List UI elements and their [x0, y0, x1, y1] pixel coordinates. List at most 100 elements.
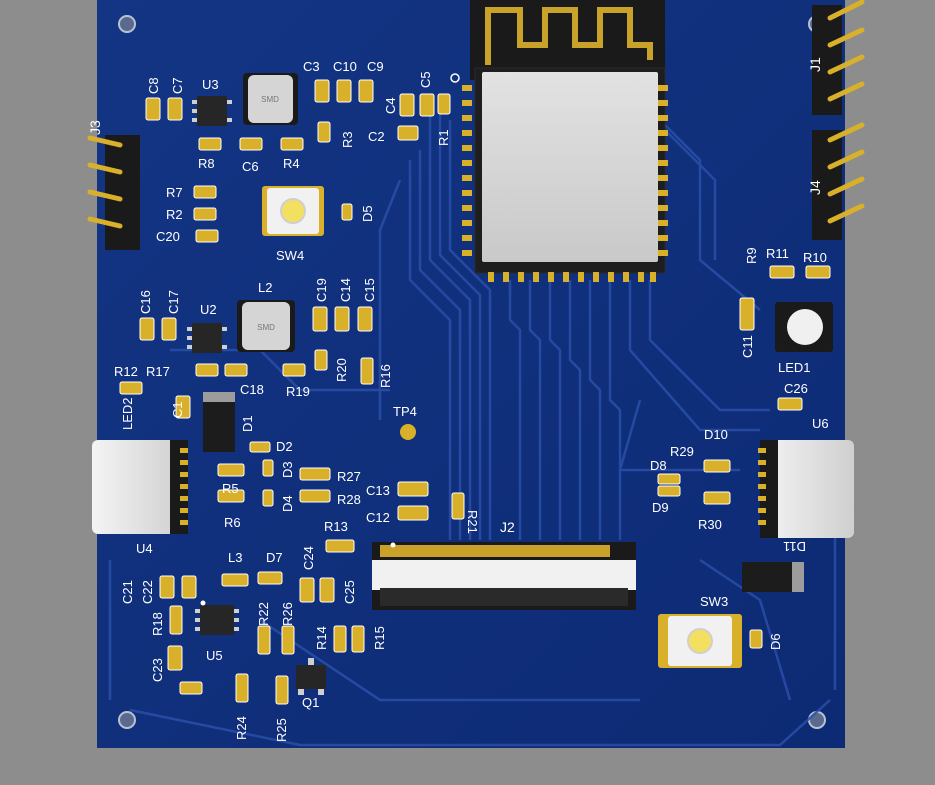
label-r3: R3	[340, 131, 355, 148]
header-j4	[812, 122, 865, 240]
label-r28: R28	[337, 492, 361, 507]
ic-u2	[187, 323, 227, 353]
label-c6: C6	[242, 159, 259, 174]
label-c24: C24	[301, 546, 316, 570]
label-r6: R6	[224, 515, 241, 530]
label-r17: R17	[146, 364, 170, 379]
label-d5: D5	[360, 205, 375, 222]
label-c7: C7	[170, 77, 185, 94]
label-r13: R13	[324, 519, 348, 534]
label-u6: U6	[812, 416, 829, 431]
label-j2: J2	[500, 519, 515, 535]
header-j3	[87, 135, 140, 250]
label-r2: R2	[166, 207, 183, 222]
label-r4: R4	[283, 156, 300, 171]
diode-d11	[742, 562, 804, 592]
label-c8: C8	[146, 77, 161, 94]
label-r21: R21	[465, 510, 480, 534]
switch-sw4	[262, 186, 324, 236]
label-c16: C16	[138, 290, 153, 314]
label-r24: R24	[234, 716, 249, 740]
label-c11: C11	[740, 335, 755, 358]
label-u4: U4	[136, 541, 153, 556]
label-led1: LED1	[778, 360, 811, 375]
label-r19: R19	[286, 384, 310, 399]
label-u2: U2	[200, 302, 217, 317]
label-d3: D3	[280, 461, 295, 478]
passives	[119, 79, 831, 705]
label-c5: C5	[418, 71, 433, 88]
label-d2: D2	[276, 439, 293, 454]
fpc-connector-j2	[372, 542, 636, 610]
inductor-top: SMD	[243, 73, 298, 125]
inductor-l2: SMD	[237, 300, 295, 352]
label-r30: R30	[698, 517, 722, 532]
diode-d1	[203, 392, 235, 452]
label-d8: D8	[650, 458, 667, 473]
ic-u5	[195, 600, 239, 635]
switch-sw3	[658, 614, 742, 668]
svg-text:SMD: SMD	[257, 323, 275, 332]
label-c21: C21	[120, 580, 135, 604]
wifi-module	[450, 0, 668, 282]
label-c9: C9	[367, 59, 384, 74]
label-r18: R18	[150, 612, 165, 636]
label-d11: D11	[783, 539, 806, 554]
label-c10: C10	[333, 59, 357, 74]
label-c1: C1	[170, 401, 185, 418]
label-d4: D4	[280, 495, 295, 512]
label-r1: R1	[436, 129, 451, 146]
silkscreen-labels: J1 J4 J3 J2 U3 U2 U4 U5 U6 L2 L3 SW4 SW3…	[87, 57, 829, 742]
label-c20: C20	[156, 229, 180, 244]
label-c18: C18	[240, 382, 264, 397]
usb-c-right	[758, 440, 854, 538]
label-c19: C19	[314, 278, 329, 302]
label-led2: LED2	[120, 397, 135, 430]
testpoint-tp4	[400, 424, 416, 440]
label-r16: R16	[378, 364, 393, 388]
label-d1: D1	[240, 415, 255, 432]
label-c23: C23	[150, 658, 165, 682]
label-c26: C26	[784, 381, 808, 396]
label-c14: C14	[338, 278, 353, 302]
label-j4: J4	[807, 180, 823, 195]
transistor-q1	[296, 658, 326, 695]
label-r27: R27	[337, 469, 361, 484]
label-r15: R15	[372, 626, 387, 650]
header-j1	[812, 0, 865, 115]
label-r11: R11	[766, 246, 789, 261]
label-tp4: TP4	[393, 404, 417, 419]
copper-traces	[108, 100, 837, 747]
label-c2: C2	[368, 129, 385, 144]
label-c25: C25	[342, 580, 357, 604]
label-r26: R26	[280, 602, 295, 626]
label-c22: C22	[140, 580, 155, 604]
label-r9: R9	[744, 247, 759, 264]
label-r22: R22	[256, 602, 271, 626]
label-c15: C15	[362, 278, 377, 302]
label-u3: U3	[202, 77, 219, 92]
usb-c-left	[92, 440, 188, 534]
label-c12: C12	[366, 510, 390, 525]
label-r8: R8	[198, 156, 215, 171]
label-r25: R25	[274, 718, 289, 742]
label-sw3: SW3	[700, 594, 728, 609]
label-r7: R7	[166, 185, 183, 200]
label-r10: R10	[803, 250, 827, 265]
label-l3: L3	[228, 550, 242, 565]
label-r12: R12	[114, 364, 138, 379]
label-c3: C3	[303, 59, 320, 74]
label-c17: C17	[166, 290, 181, 314]
label-sw4: SW4	[276, 248, 304, 263]
label-r5: R5	[222, 481, 239, 496]
label-d7: D7	[266, 550, 283, 565]
label-j3: J3	[87, 120, 103, 135]
label-r29: R29	[670, 444, 694, 459]
label-c13: C13	[366, 483, 390, 498]
label-j1: J1	[807, 57, 823, 72]
led-led1	[775, 302, 833, 352]
label-r14: R14	[314, 626, 329, 650]
label-l2: L2	[258, 280, 272, 295]
label-u5: U5	[206, 648, 223, 663]
